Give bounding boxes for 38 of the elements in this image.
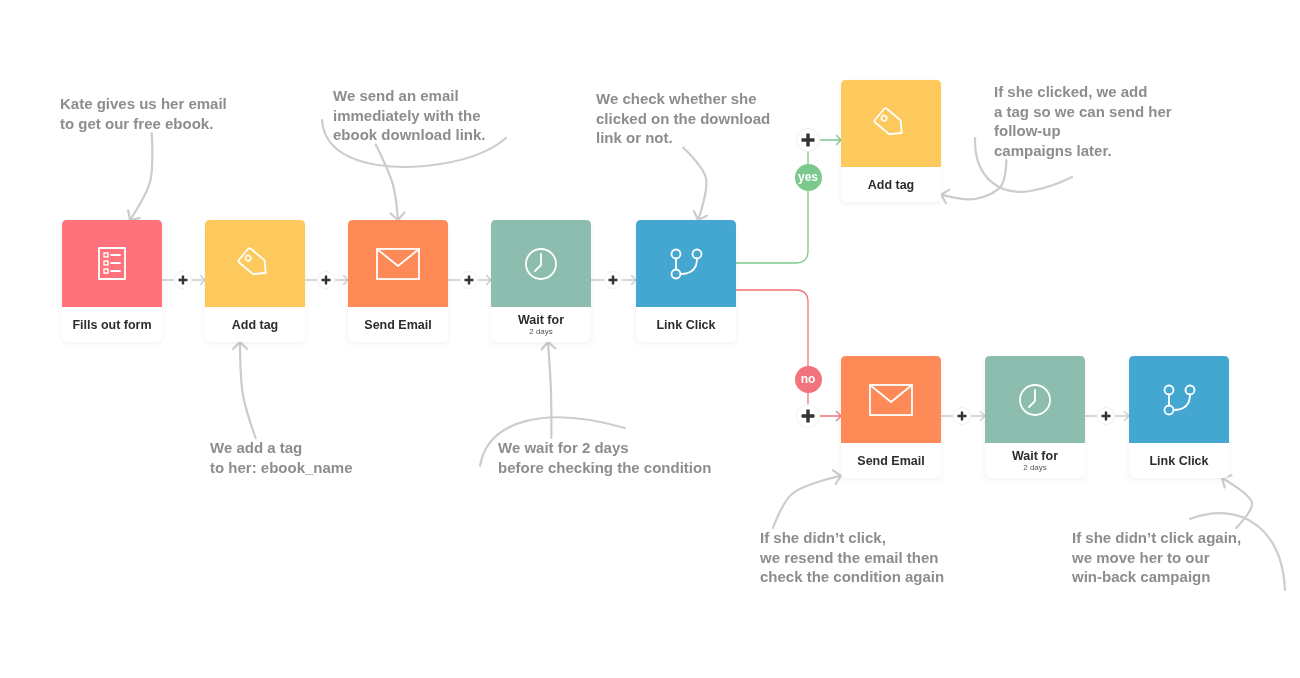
annotation-text: If she clicked, we add a tag so we can send her follow-up campaigns later. bbox=[994, 82, 1172, 160]
leader-arrow bbox=[939, 158, 1008, 205]
step-card bbox=[491, 220, 591, 342]
step-card bbox=[985, 356, 1085, 478]
step-label: Add tag bbox=[231, 317, 279, 332]
leader-arrow bbox=[127, 131, 154, 222]
step-sublabel: 2 days bbox=[1023, 463, 1047, 472]
step-label: Wait for bbox=[1011, 449, 1059, 463]
annotation-text: We add a tag to her: ebook_name bbox=[210, 438, 353, 477]
leader-arrow bbox=[231, 340, 257, 440]
step-label: Link Click bbox=[656, 317, 716, 332]
step-label: Send Email bbox=[857, 453, 925, 468]
annotation-text: We send an email immediately with the ebook download link. bbox=[333, 86, 486, 145]
leader-arrow bbox=[682, 146, 709, 222]
step-card bbox=[841, 80, 941, 202]
step-card bbox=[348, 220, 448, 342]
annotation-text: Kate gives us her email to get our free ebook. bbox=[60, 94, 227, 133]
leader-arrow bbox=[771, 469, 843, 530]
step-label: Send Email bbox=[364, 317, 432, 332]
edge-label: yes bbox=[794, 163, 822, 191]
step-label: Wait for bbox=[517, 313, 565, 327]
step-card bbox=[205, 220, 305, 342]
leader-arrow bbox=[1220, 474, 1254, 530]
step-card bbox=[636, 220, 736, 342]
leader-arrow bbox=[540, 340, 557, 440]
step-label: Link Click bbox=[1149, 453, 1209, 468]
step-label: Fills out form bbox=[72, 317, 152, 332]
leader-arrow bbox=[374, 143, 406, 222]
step-card bbox=[841, 356, 941, 478]
step-card bbox=[62, 220, 162, 342]
annotation-text: If she didn’t click again, we move her to our win-back campaign bbox=[1072, 528, 1242, 587]
step-sublabel: 2 days bbox=[529, 327, 553, 336]
annotation-text: We wait for 2 days before checking the condition bbox=[498, 438, 712, 477]
step-label: Add tag bbox=[867, 177, 915, 192]
annotation-text: If she didn’t click, we resend the email then check the condition again bbox=[760, 528, 945, 587]
step-card bbox=[1129, 356, 1229, 478]
annotation-text: We check whether she clicked on the download link or not. bbox=[596, 89, 771, 148]
edge-label: no bbox=[794, 365, 822, 393]
